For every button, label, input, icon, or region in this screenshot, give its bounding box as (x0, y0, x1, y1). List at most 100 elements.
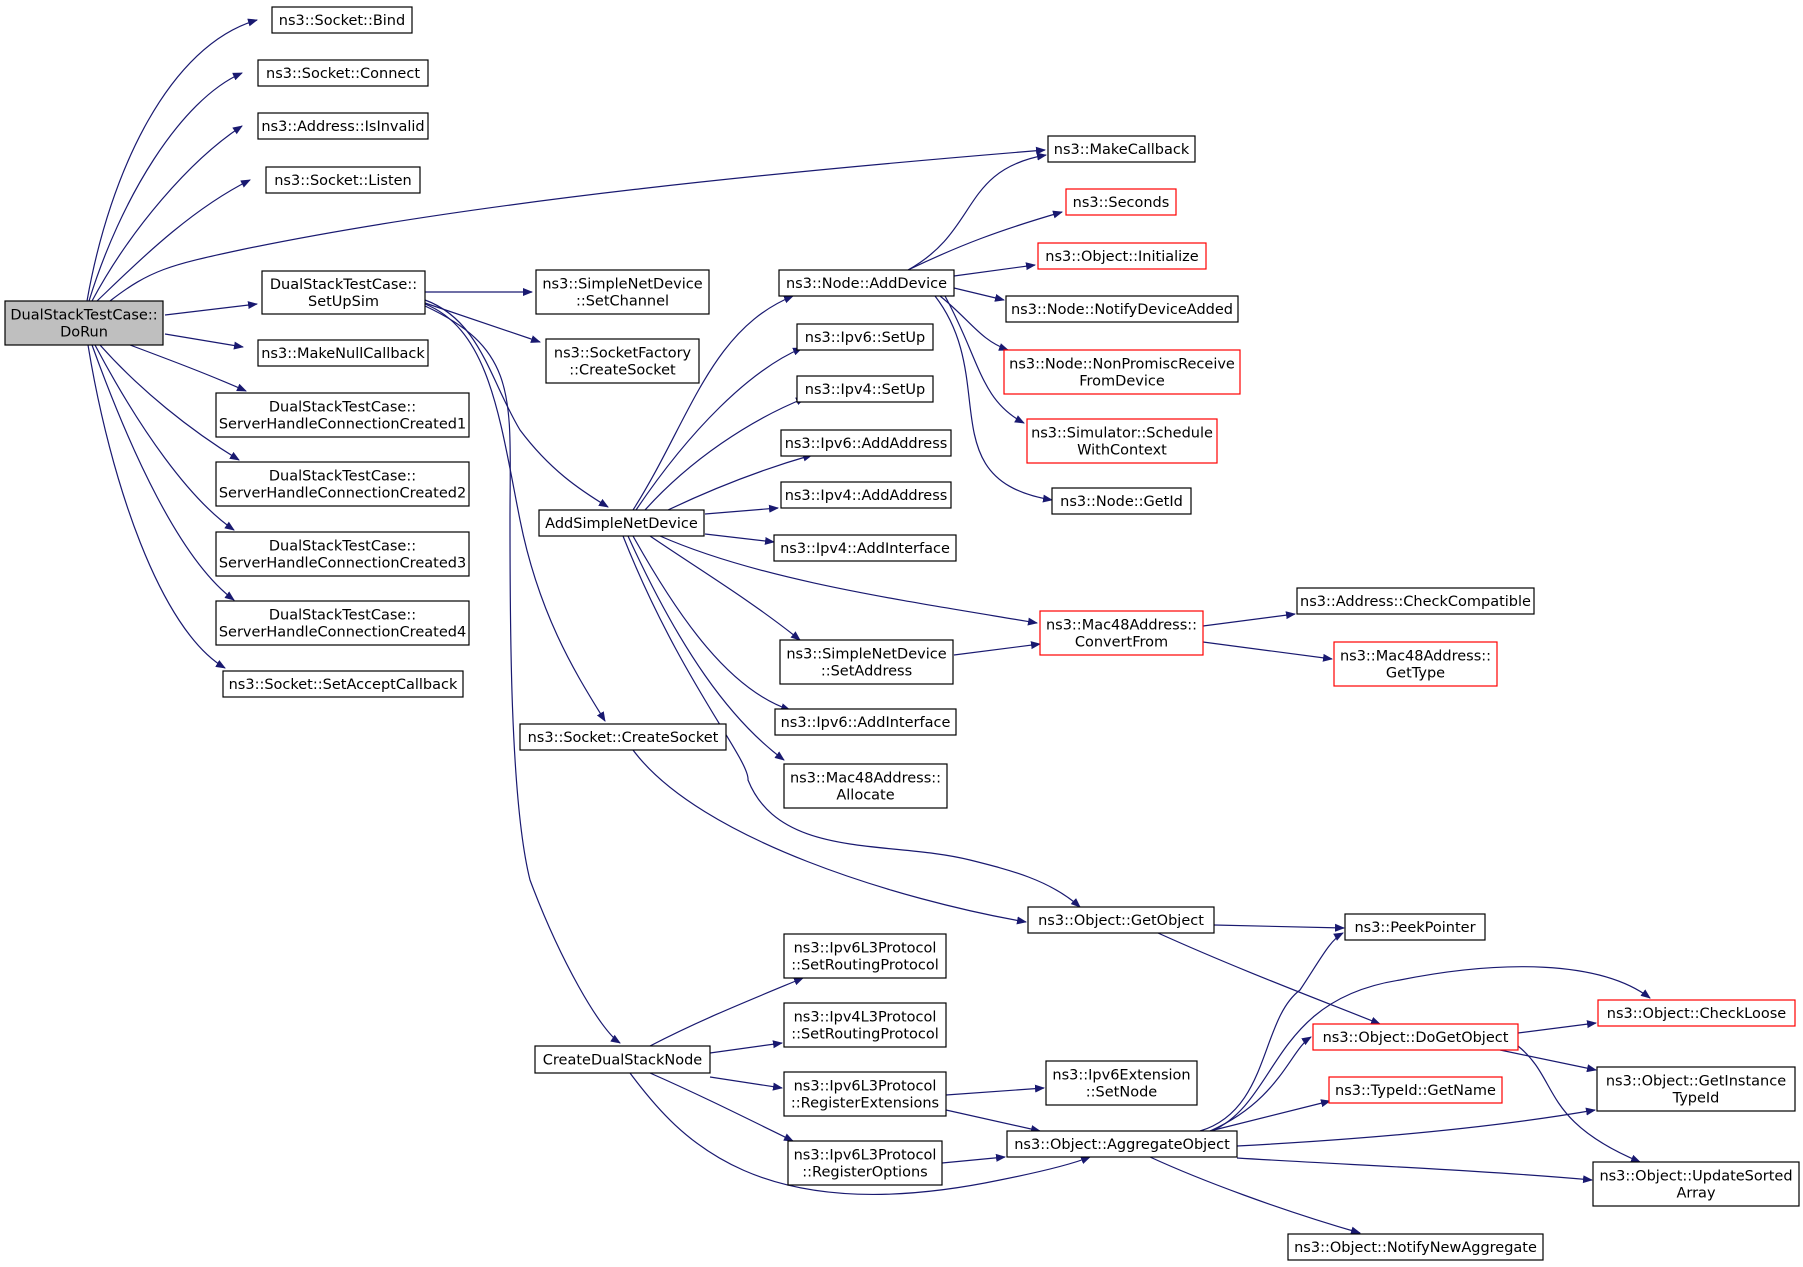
node-socket-createsocket[interactable]: ns3::Socket::CreateSocket (519, 723, 727, 751)
call-edge-26 (627, 535, 785, 761)
call-edge-36 (953, 262, 1036, 277)
node-shcc2[interactable]: DualStackTestCase::ServerHandleConnectio… (215, 461, 470, 507)
node-label: ::CreateSocket (569, 363, 676, 379)
node-shcc4[interactable]: DualStackTestCase::ServerHandleConnectio… (215, 600, 470, 646)
node-ipv6-addinterface[interactable]: ns3::Ipv6::AddInterface (774, 708, 957, 736)
node-ipv6l3-regext[interactable]: ns3::Ipv6L3Protocol::RegisterExtensions (783, 1071, 947, 1117)
node-isinvalid[interactable]: ns3::Address::IsInvalid (257, 112, 429, 140)
call-edge-10 (91, 344, 235, 601)
node-sf-createsocket[interactable]: ns3::SocketFactory::CreateSocket (545, 338, 700, 384)
call-edge-55 (1149, 1156, 1361, 1235)
node-setupsim[interactable]: DualStackTestCase::SetUpSim (261, 270, 426, 315)
call-edge-23 (659, 535, 1038, 626)
node-mac48-convertfrom[interactable]: ns3::Mac48Address::ConvertFrom (1039, 610, 1204, 656)
node-box (535, 269, 710, 315)
node-label: ServerHandleConnectionCreated4 (219, 625, 466, 641)
node-notifydeviceadded[interactable]: ns3::Node::NotifyDeviceAdded (1005, 295, 1239, 323)
node-box (271, 6, 413, 34)
call-edge-27 (622, 535, 1081, 908)
node-label: Allocate (836, 788, 894, 804)
node-seconds[interactable]: ns3::Seconds (1065, 188, 1177, 216)
node-label: ns3::Ipv6::AddInterface (781, 715, 951, 731)
node-label: ns3::Ipv6L3Protocol (794, 1148, 937, 1164)
node-bind[interactable]: ns3::Socket::Bind (271, 6, 413, 34)
node-box (1312, 1023, 1519, 1051)
node-createdualstacknode[interactable]: CreateDualStackNode (534, 1045, 711, 1074)
node-mac48-gettype[interactable]: ns3::Mac48Address::GetType (1333, 641, 1498, 687)
node-makenullcallback[interactable]: ns3::MakeNullCallback (257, 339, 429, 367)
node-notifynewaggregate[interactable]: ns3::Object::NotifyNewAggregate (1287, 1233, 1544, 1261)
node-ipv6-setup[interactable]: ns3::Ipv6::SetUp (796, 323, 934, 351)
call-edge-35 (907, 210, 1063, 271)
call-edge-46 (945, 1084, 1045, 1096)
node-ipv6l3-regopt[interactable]: ns3::Ipv6L3Protocol::RegisterOptions (787, 1140, 943, 1186)
node-addsimplenetdevice[interactable]: AddSimpleNetDevice (538, 509, 705, 537)
node-label: ns3::SocketFactory (554, 346, 692, 362)
node-label: ns3::Socket::CreateSocket (528, 730, 719, 746)
node-ipv4-addinterface[interactable]: ns3::Ipv4::AddInterface (773, 534, 957, 562)
call-edge-31 (632, 749, 1027, 925)
node-peekpointer[interactable]: ns3::PeekPointer (1344, 913, 1486, 941)
call-edge-50 (1209, 1036, 1312, 1132)
function-nodes: DualStackTestCase::DoRun ns3::Socket::Bin… (4, 6, 1800, 1261)
node-label: ns3::Address::CheckCompatible (1300, 594, 1531, 610)
node-ipv6ext-setnode[interactable]: ns3::Ipv6Extension::SetNode (1045, 1060, 1198, 1106)
node-ipv4l3-setrouting[interactable]: ns3::Ipv4L3Protocol::SetRoutingProtocol (783, 1002, 947, 1048)
node-label: ns3::Ipv4::SetUp (805, 382, 925, 398)
node-snd-setaddress[interactable]: ns3::SimpleNetDevice::SetAddress (779, 639, 954, 685)
node-ipv6-addaddress[interactable]: ns3::Ipv6::AddAddress (780, 429, 952, 457)
node-box (4, 300, 164, 346)
node-node-adddevice[interactable]: ns3::Node::AddDevice (778, 269, 955, 297)
node-ipv4-addaddress[interactable]: ns3::Ipv4::AddAddress (780, 481, 952, 509)
node-label: ServerHandleConnectionCreated1 (219, 417, 466, 433)
node-shcc1[interactable]: DualStackTestCase::ServerHandleConnectio… (215, 392, 470, 438)
node-box (780, 429, 952, 457)
node-box (1287, 1233, 1544, 1261)
node-box (1037, 242, 1207, 270)
node-typeid-getname[interactable]: ns3::TypeId::GetName (1328, 1076, 1503, 1104)
node-object-getobject[interactable]: ns3::Object::GetObject (1027, 906, 1215, 934)
node-label: ns3::Ipv6L3Protocol (794, 941, 937, 957)
node-shcc3[interactable]: DualStackTestCase::ServerHandleConnectio… (215, 531, 470, 577)
node-label: ns3::Ipv4::AddAddress (785, 488, 948, 504)
node-label: ns3::MakeNullCallback (261, 346, 425, 362)
node-label: ns3::Ipv4::AddInterface (780, 541, 950, 557)
node-ipv4-setup[interactable]: ns3::Ipv4::SetUp (796, 375, 934, 403)
node-label: ns3::Object::CheckLoose (1607, 1006, 1786, 1022)
node-aggregateobject[interactable]: ns3::Object::AggregateObject (1006, 1130, 1238, 1158)
node-ipv6l3-setrouting[interactable]: ns3::Ipv6L3Protocol::SetRoutingProtocol (783, 933, 947, 979)
node-label: ns3::Ipv6L3Protocol (794, 1079, 937, 1095)
call-edge-52 (1211, 966, 1651, 1132)
node-connect[interactable]: ns3::Socket::Connect (257, 59, 429, 87)
node-label: ns3::MakeCallback (1054, 142, 1190, 158)
node-box (1027, 906, 1215, 934)
node-makecallback[interactable]: ns3::MakeCallback (1047, 135, 1196, 163)
call-edge-47 (945, 1109, 1041, 1133)
node-label: ns3::Node::NotifyDeviceAdded (1011, 302, 1233, 318)
call-edge-4 (109, 146, 1046, 302)
node-label: ns3::Socket::Bind (279, 13, 405, 29)
call-edge-29 (1202, 611, 1296, 627)
node-node-getid[interactable]: ns3::Node::GetId (1051, 487, 1192, 515)
call-edge-56 (1517, 1020, 1597, 1034)
node-setchannel[interactable]: ns3::SimpleNetDevice::SetChannel (535, 269, 710, 315)
node-object-initialize[interactable]: ns3::Object::Initialize (1037, 242, 1207, 270)
node-listen[interactable]: ns3::Socket::Listen (265, 166, 421, 194)
call-edge-42 (709, 1040, 783, 1054)
node-label: DualStackTestCase:: (269, 539, 416, 555)
node-dogetobject[interactable]: ns3::Object::DoGetObject (1312, 1023, 1519, 1051)
node-setacceptcallback[interactable]: ns3::Socket::SetAcceptCallback (222, 670, 464, 698)
node-box (796, 323, 934, 351)
call-edge-43 (709, 1076, 783, 1091)
node-checkcompatible[interactable]: ns3::Address::CheckCompatible (1296, 587, 1535, 615)
node-mac48-allocate[interactable]: ns3::Mac48Address::Allocate (783, 763, 948, 809)
call-edge-49 (1199, 932, 1344, 1132)
node-label: ns3::Simulator::Schedule (1031, 426, 1213, 442)
node-checkloose[interactable]: ns3::Object::CheckLoose (1597, 999, 1796, 1027)
node-dorun[interactable]: DualStackTestCase::DoRun (4, 300, 164, 346)
node-label: AddSimpleNetDevice (545, 516, 698, 532)
